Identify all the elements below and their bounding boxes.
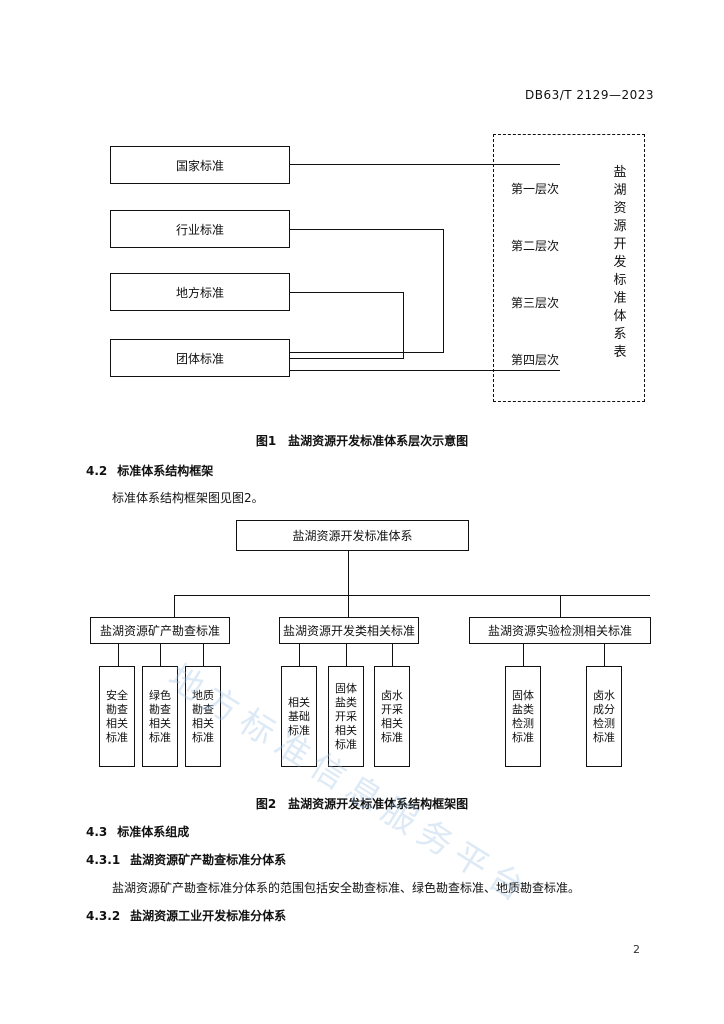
branch-bar — [174, 595, 650, 596]
section-title: 盐湖资源工业开发标准分体系 — [130, 909, 287, 923]
branch-1-stem — [174, 595, 175, 617]
connector-industry-top — [290, 229, 443, 230]
level-2-label: 第二层次 — [511, 239, 560, 253]
section-number: 4.2 — [86, 464, 108, 478]
figure-2-caption: 图2 盐湖资源开发标准体系结构框架图 — [255, 797, 469, 811]
b3-child-brine-composition-testing: 卤水成分检测标准 — [586, 666, 622, 767]
b2-child-solid-salt-mining: 固体盐类开采相关标准 — [328, 666, 364, 767]
root-stem — [348, 551, 349, 595]
section-4-3-1-text: 盐湖资源矿产勘查标准分体系的范围包括安全勘查标准、绿色勘查标准、地质勘查标准。 — [112, 881, 581, 895]
b2-child-brine-mining: 卤水开采相关标准 — [374, 666, 410, 767]
b2-child-1-stem — [299, 644, 300, 666]
branch-2-box: 盐湖资源开发类相关标准 — [279, 617, 419, 644]
level-4-label: 第四层次 — [511, 353, 560, 367]
connector-industry-vertical — [443, 229, 444, 352]
section-number: 4.3.1 — [86, 853, 121, 867]
section-4-3-2-heading: 4.3.2 盐湖资源工业开发标准分体系 — [86, 907, 286, 924]
b3-child-solid-salt-testing: 固体盐类检测标准 — [505, 666, 541, 767]
section-4-3-heading: 4.3 标准体系组成 — [86, 823, 189, 840]
connector-local-bottom — [290, 358, 404, 359]
b3-child-1-stem — [523, 644, 524, 666]
b1-child-3-stem — [203, 644, 204, 666]
b2-child-basic: 相关基础标准 — [281, 666, 317, 767]
b1-child-2-stem — [160, 644, 161, 666]
page-number: 2 — [633, 943, 640, 956]
box-industry-standard: 行业标准 — [110, 210, 290, 248]
box-national-standard: 国家标准 — [110, 146, 290, 184]
connector-local-vertical — [403, 292, 404, 359]
system-table-vertical-title: 盐湖资源开发标准体系表 — [613, 165, 627, 360]
b1-child-1-stem — [118, 644, 119, 666]
section-number: 4.3 — [86, 825, 108, 839]
figure-1-caption: 图1 盐湖资源开发标准体系层次示意图 — [255, 434, 469, 448]
section-title: 盐湖资源矿产勘查标准分体系 — [130, 853, 287, 867]
connector-industry-bottom — [290, 352, 444, 353]
section-4-2-text: 标准体系结构框架图见图2。 — [112, 491, 264, 505]
document-code: DB63/T 2129—2023 — [524, 88, 654, 102]
b1-child-green-exploration: 绿色勘查相关标准 — [142, 666, 178, 767]
b1-child-safety-exploration: 安全勘查相关标准 — [99, 666, 135, 767]
section-title: 标准体系结构框架 — [117, 464, 214, 478]
layer-dashed-region — [493, 134, 645, 402]
branch-3-stem — [560, 595, 561, 617]
b2-child-3-stem — [392, 644, 393, 666]
connector-group — [290, 370, 560, 371]
connector-national — [290, 164, 560, 165]
branch-1-box: 盐湖资源矿产勘查标准 — [90, 617, 230, 644]
b1-child-geological-exploration: 地质勘查相关标准 — [185, 666, 221, 767]
branch-2-stem — [348, 595, 349, 617]
level-3-label: 第三层次 — [511, 296, 560, 310]
box-group-standard: 团体标准 — [110, 339, 290, 377]
box-local-standard: 地方标准 — [110, 273, 290, 311]
level-1-label: 第一层次 — [511, 182, 560, 196]
b3-child-2-stem — [604, 644, 605, 666]
section-4-2-heading: 4.2 标准体系结构框架 — [86, 462, 213, 479]
section-number: 4.3.2 — [86, 909, 121, 923]
section-title: 标准体系组成 — [117, 825, 190, 839]
root-box: 盐湖资源开发标准体系 — [236, 520, 469, 551]
connector-local-top — [290, 292, 403, 293]
branch-3-box: 盐湖资源实验检测相关标准 — [469, 617, 651, 644]
section-4-3-1-heading: 4.3.1 盐湖资源矿产勘查标准分体系 — [86, 851, 286, 868]
b2-child-2-stem — [346, 644, 347, 666]
